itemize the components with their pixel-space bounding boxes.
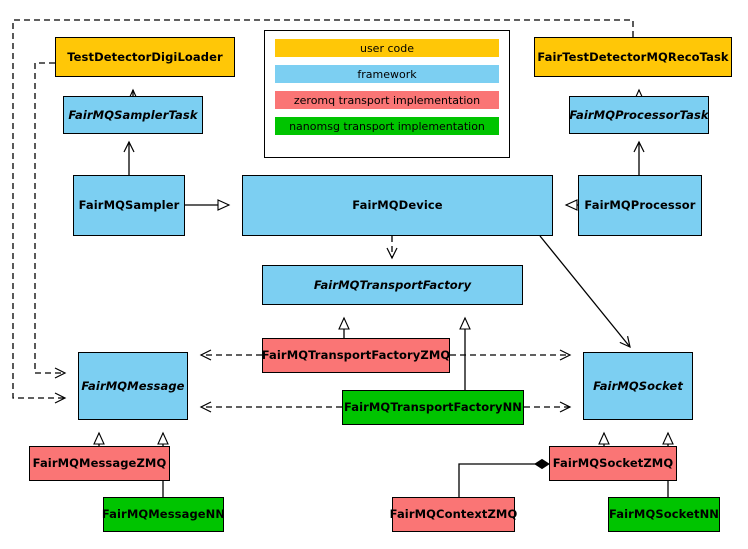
- edge-socketzmq-contextzmq-composition: [458, 458, 550, 497]
- class-node-FairMQProcessor[interactable]: FairMQProcessor: [578, 175, 702, 236]
- class-node-FairMQDevice[interactable]: FairMQDevice: [242, 175, 553, 236]
- legend-item-zeromq: zeromq transport implementation: [275, 91, 499, 109]
- edge-device-to-socket: [539, 235, 631, 349]
- class-node-FairMQSamplerTask[interactable]: FairMQSamplerTask: [63, 96, 203, 134]
- class-node-FairMQSocket[interactable]: FairMQSocket: [583, 352, 693, 420]
- class-node-FairMQSampler[interactable]: FairMQSampler: [73, 175, 185, 236]
- class-node-FairMQMessageNN[interactable]: FairMQMessageNN: [102, 497, 225, 532]
- class-node-FairMQSocketZMQ[interactable]: FairMQSocketZMQ: [549, 446, 677, 481]
- class-node-FairMQMessage[interactable]: FairMQMessage: [78, 352, 188, 420]
- class-node-FairMQTransportFactory[interactable]: FairMQTransportFactory: [262, 265, 523, 305]
- class-node-FairMQMessageZMQ[interactable]: FairMQMessageZMQ: [29, 446, 170, 481]
- legend-item-user-code: user code: [275, 39, 499, 57]
- edge-digiloader-to-message: [34, 62, 67, 379]
- class-node-FairTestDetectorMQRecoTask[interactable]: FairTestDetectorMQRecoTask: [534, 37, 732, 77]
- class-node-FairMQTransportFactoryZMQ[interactable]: FairMQTransportFactoryZMQ: [262, 338, 450, 373]
- legend-item-nanomsg: nanomsg transport implementation: [275, 117, 499, 135]
- class-node-TestDetectorDigiLoader[interactable]: TestDetectorDigiLoader: [55, 37, 235, 77]
- class-node-FairMQContextZMQ[interactable]: FairMQContextZMQ: [390, 497, 517, 532]
- legend-rows: user code framework zeromq transport imple…: [275, 39, 499, 135]
- class-node-FairMQTransportFactoryNN[interactable]: FairMQTransportFactoryNN: [342, 390, 524, 425]
- color-legend: user code framework zeromq transport imple…: [264, 30, 510, 158]
- class-node-FairMQProcessorTask[interactable]: FairMQProcessorTask: [569, 96, 709, 134]
- legend-item-framework: framework: [275, 65, 499, 83]
- class-node-FairMQSocketNN[interactable]: FairMQSocketNN: [608, 497, 720, 532]
